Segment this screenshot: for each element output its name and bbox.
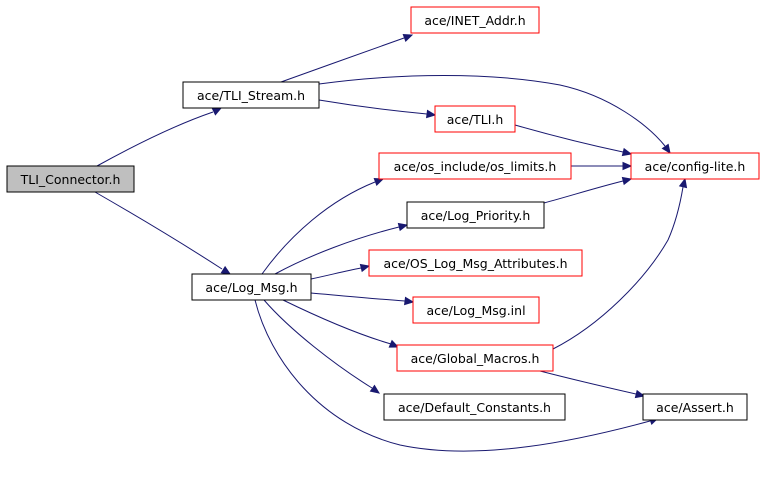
- node-label: ace/TLI_Stream.h: [197, 88, 305, 103]
- edge-os-limits-to-config-lite: [571, 161, 633, 171]
- node-label: ace/Global_Macros.h: [411, 351, 540, 366]
- arrowhead: [402, 33, 414, 42]
- arrowhead: [634, 389, 646, 399]
- edge-line: [96, 111, 214, 167]
- edge-line: [274, 226, 400, 275]
- arrowhead: [426, 109, 437, 119]
- node-box: [6, 165, 135, 193]
- edge-line: [94, 191, 223, 270]
- node-label: ace/OS_Log_Msg_Attributes.h: [383, 256, 567, 271]
- node-box: [182, 81, 320, 109]
- node-label: ace/INET_Addr.h: [424, 13, 525, 28]
- node-label: ace/Log_Msg.inl: [426, 303, 525, 318]
- node-box: [412, 296, 540, 324]
- edge-line: [310, 267, 362, 280]
- node-box: [406, 201, 545, 229]
- edge-line: [310, 292, 406, 302]
- arrowhead: [388, 339, 400, 348]
- node-os-limits[interactable]: ace/os_include/os_limits.h: [378, 152, 572, 180]
- edge-tli-stream-to-config-lite: [318, 75, 671, 155]
- edge-line: [514, 124, 624, 153]
- node-box: [191, 273, 312, 301]
- edge-line: [254, 299, 651, 452]
- node-label: ace/Log_Msg.h: [205, 280, 297, 295]
- edge-log-msg-to-log-msg-inl: [310, 292, 415, 306]
- edge-line: [261, 181, 376, 275]
- edge-log-msg-to-default-constants: [263, 299, 381, 394]
- node-box: [383, 393, 566, 421]
- node-tli-stream[interactable]: ace/TLI_Stream.h: [182, 81, 320, 109]
- node-box: [410, 6, 540, 34]
- edge-tli-to-config-lite: [514, 124, 633, 157]
- node-box: [378, 152, 572, 180]
- node-default-constants[interactable]: ace/Default_Constants.h: [383, 393, 566, 421]
- node-global-macros[interactable]: ace/Global_Macros.h: [396, 344, 554, 372]
- edge-log-msg-to-os-limits: [261, 177, 385, 275]
- node-log-msg-inl[interactable]: ace/Log_Msg.inl: [412, 296, 540, 324]
- edge-line: [539, 370, 637, 395]
- edge-tli-stream-to-tli: [318, 99, 437, 119]
- edge-log-priority-to-config-lite: [543, 176, 633, 204]
- node-box: [642, 393, 748, 421]
- node-assert[interactable]: ace/Assert.h: [642, 393, 748, 421]
- edge-line: [280, 37, 405, 83]
- arrowhead: [621, 176, 633, 186]
- node-os-log-msg-attributes[interactable]: ace/OS_Log_Msg_Attributes.h: [368, 249, 583, 277]
- edge-log-msg-to-global-macros: [282, 299, 400, 348]
- edge-log-msg-to-os-log-msg-attributes: [310, 263, 371, 280]
- edge-tli-connector-to-tli-stream: [96, 107, 223, 167]
- arrowhead: [621, 147, 633, 157]
- node-label: ace/Default_Constants.h: [398, 400, 551, 415]
- node-box: [630, 152, 760, 180]
- node-box: [368, 249, 583, 277]
- node-box: [434, 105, 516, 133]
- node-tli-connector[interactable]: TLI_Connector.h: [6, 165, 135, 193]
- arrowhead: [622, 161, 633, 171]
- node-label: ace/config-lite.h: [645, 159, 746, 174]
- edge-line: [552, 186, 684, 350]
- edge-line: [282, 299, 392, 345]
- arrowhead: [359, 263, 371, 273]
- edge-tli-connector-to-log-msg: [94, 191, 232, 275]
- node-label: ace/os_include/os_limits.h: [394, 159, 557, 174]
- node-label: ace/Log_Priority.h: [421, 208, 531, 223]
- edge-line: [318, 75, 666, 147]
- node-inet-addr[interactable]: ace/INET_Addr.h: [410, 6, 540, 34]
- node-log-priority[interactable]: ace/Log_Priority.h: [406, 201, 545, 229]
- node-label: ace/Assert.h: [656, 400, 734, 415]
- arrowhead: [678, 177, 688, 189]
- node-label: TLI_Connector.h: [20, 172, 121, 187]
- nodes: TLI_Connector.h ace/TLI_Stream.h ace/Log…: [6, 6, 760, 421]
- edge-line: [318, 99, 428, 115]
- node-label: ace/TLI.h: [447, 112, 504, 127]
- edge-tli-stream-to-inet-addr: [280, 33, 414, 83]
- arrowhead: [220, 265, 232, 275]
- arrowhead: [397, 222, 409, 232]
- edges: [94, 33, 688, 452]
- edge-line: [263, 299, 373, 389]
- edge-global-macros-to-config-lite: [552, 177, 688, 350]
- arrowhead: [661, 143, 671, 155]
- edge-log-msg-to-log-priority: [274, 222, 409, 275]
- edge-global-macros-to-assert: [539, 370, 646, 399]
- arrowhead: [404, 296, 415, 306]
- node-tli[interactable]: ace/TLI.h: [434, 105, 516, 133]
- arrowhead: [369, 384, 381, 394]
- arrowhead: [211, 107, 223, 116]
- edge-line: [543, 180, 624, 204]
- node-box: [396, 344, 554, 372]
- node-config-lite[interactable]: ace/config-lite.h: [630, 152, 760, 180]
- node-log-msg[interactable]: ace/Log_Msg.h: [191, 273, 312, 301]
